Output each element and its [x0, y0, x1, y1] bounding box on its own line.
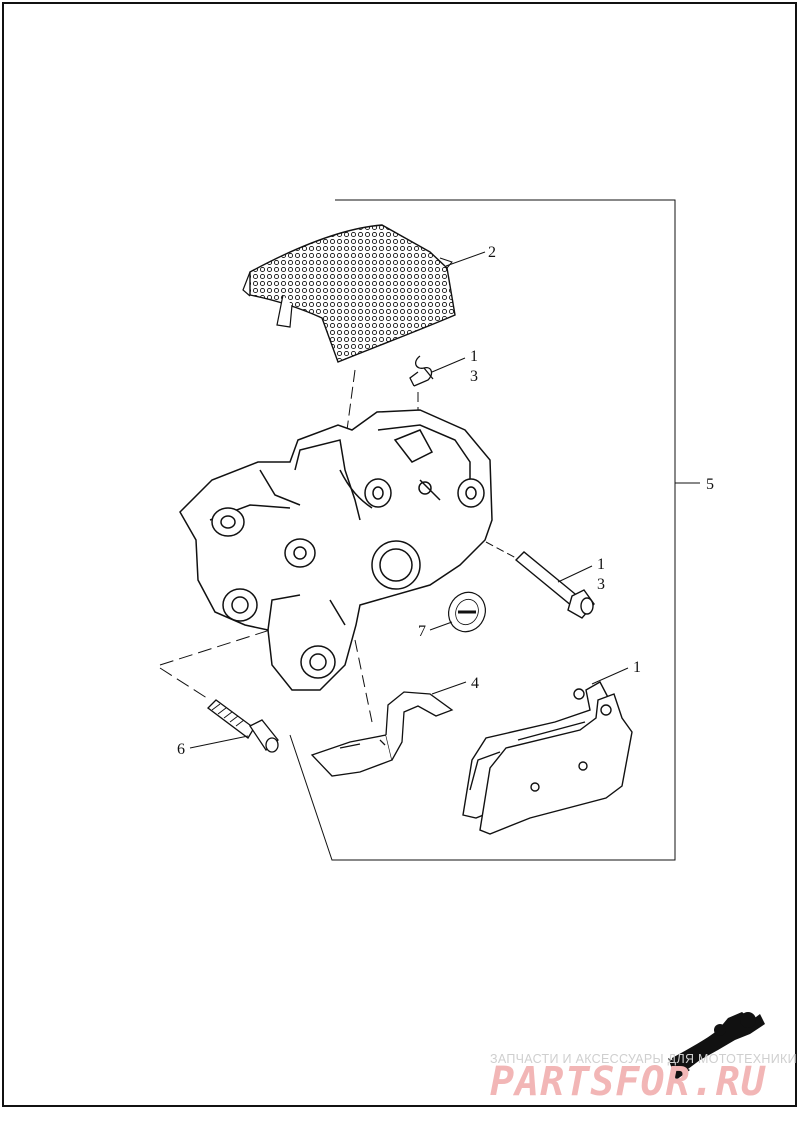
leader-7: [429, 621, 453, 631]
spring-clip-part: [409, 355, 434, 387]
leader-6: [189, 735, 249, 749]
caliper-body-part: [179, 409, 493, 691]
pad-pin-part: [514, 551, 595, 619]
callout-2: 2: [488, 244, 496, 261]
leader-1-pads: [591, 667, 629, 685]
leader-4: [431, 681, 467, 695]
callout-1-clip: 1: [470, 348, 478, 365]
callout-5: 5: [706, 476, 714, 493]
caliper-cover-part: [242, 224, 456, 363]
guide-bolt-2: [159, 667, 211, 701]
callout-1-pin: 1: [597, 556, 605, 573]
brake-pads-part: [462, 681, 633, 835]
decal-part: [448, 591, 486, 633]
callout-1-pads: 1: [633, 659, 641, 676]
leader-1-3-pin: [557, 565, 593, 583]
mounting-bolt-part: [207, 699, 279, 753]
callout-3-pin: 3: [597, 576, 605, 593]
page-border: [2, 2, 797, 1107]
leader-1-3-clip: [431, 357, 466, 373]
callout-4: 4: [471, 675, 479, 692]
watermark-brand: PARTSFOR.RU: [490, 1059, 766, 1105]
watermark-tagline: ЗАПЧАСТИ И АКСЕССУАРЫ ДЛЯ МОТОТЕХНИКИ: [490, 1052, 797, 1066]
callout-7: 7: [418, 623, 426, 640]
motorcycle-rider-icon: [668, 1012, 765, 1080]
guide-pin: [485, 541, 517, 559]
pad-spring-part: [310, 691, 454, 777]
assembly-bracket: [289, 199, 676, 861]
callout-6: 6: [177, 741, 185, 758]
callout-3-clip: 3: [470, 368, 478, 385]
guide-bolt: [159, 629, 271, 666]
leader-2: [445, 251, 486, 267]
guide-spring: [354, 639, 373, 723]
